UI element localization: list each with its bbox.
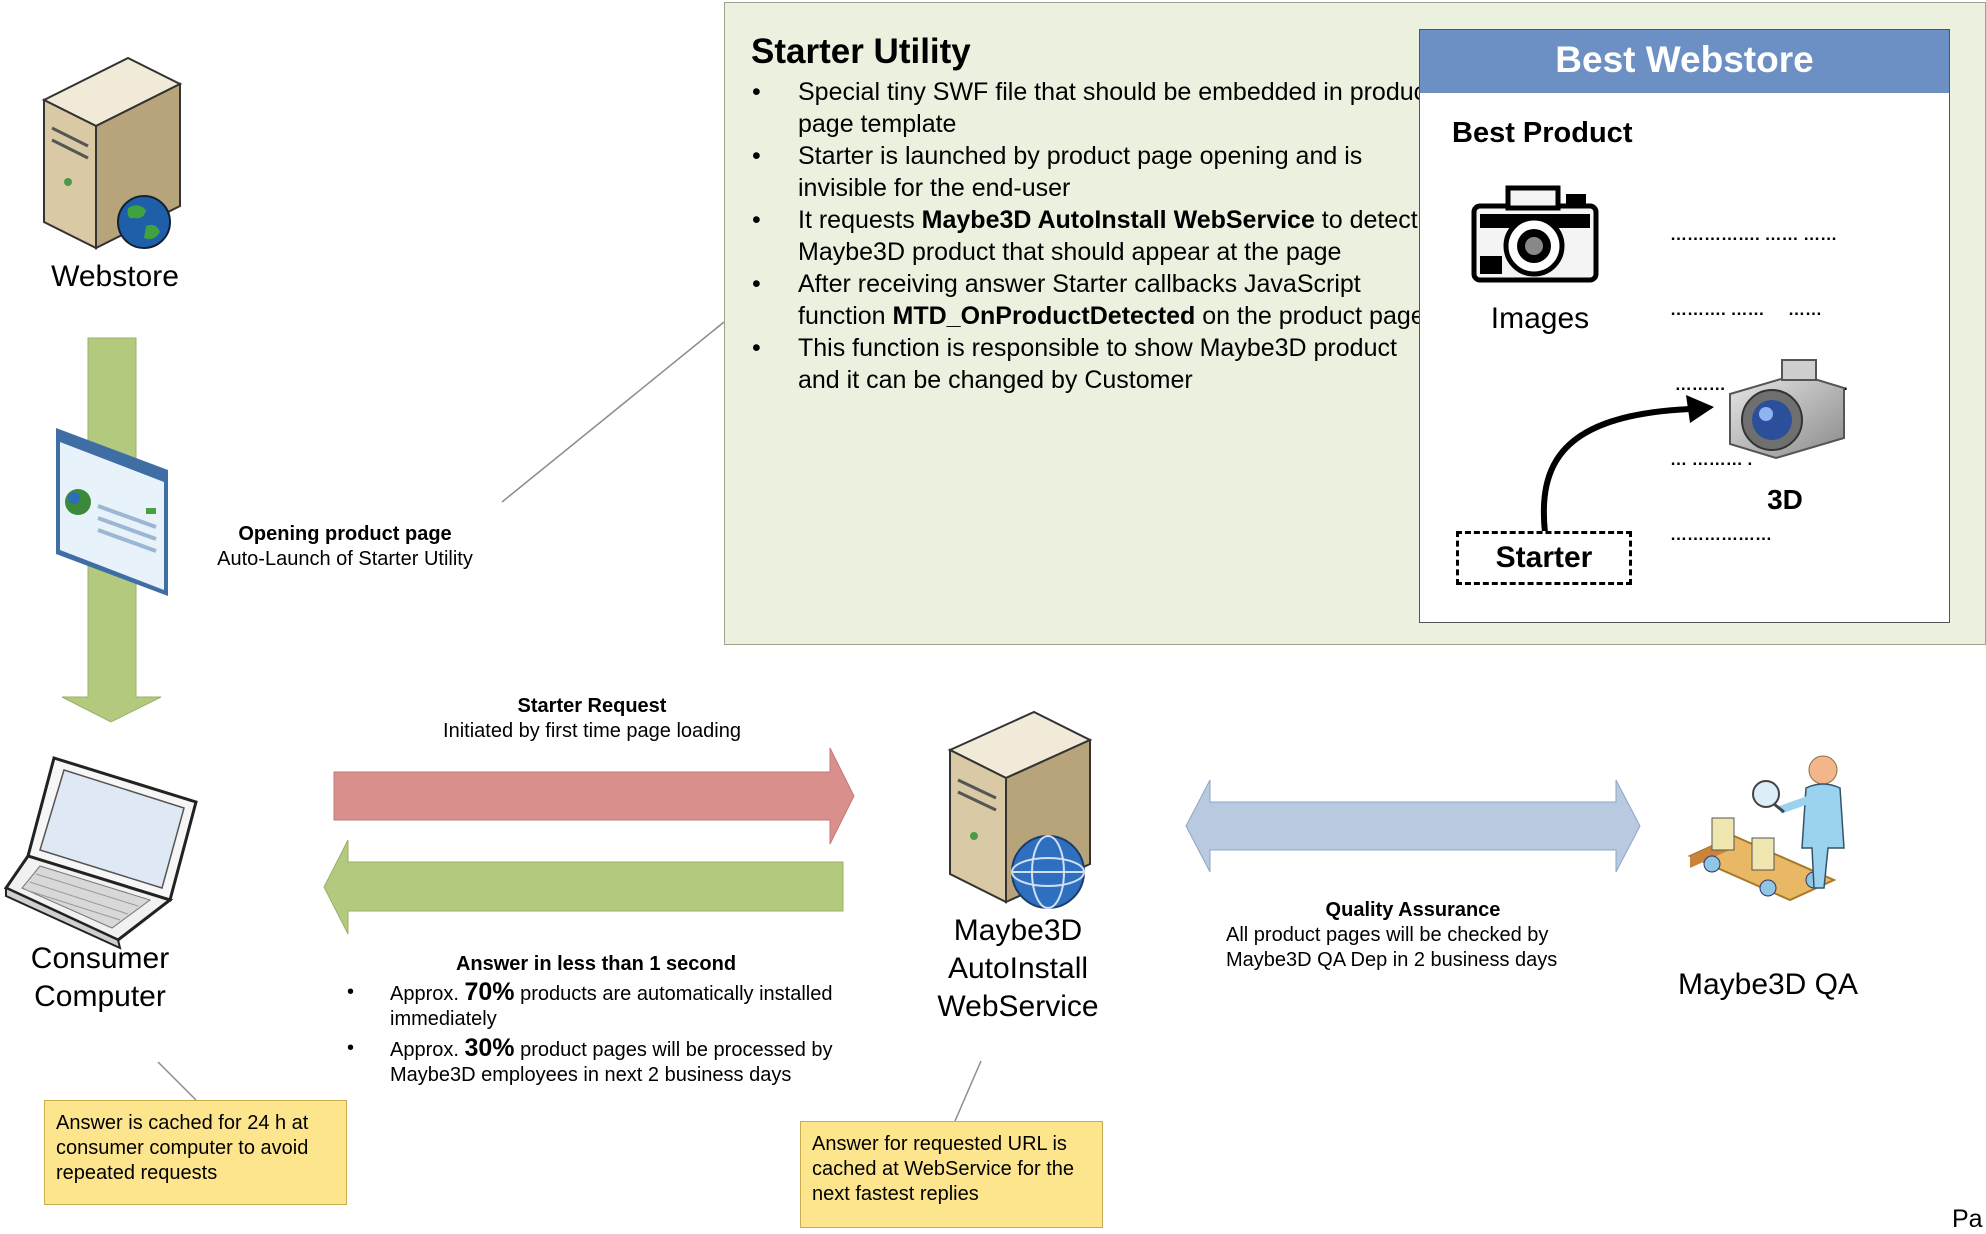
starter-utility-item: This function is responsible to show May… [752,332,1438,396]
answer-item: Approx. 70% products are automatically i… [347,978,910,1032]
answer-title: Answer in less than 1 second [455,953,737,975]
webservice-label-line2: AutoInstall [947,952,1089,985]
webstore-server-icon [41,56,183,250]
starter-placeholder-box: Starter [1456,531,1632,585]
qa-annotation-title: Quality Assurance [1325,899,1501,921]
consumer-computer-label: Consumer Computer [0,940,200,1016]
opening-annotation: Opening product page Auto-Launch of Star… [190,522,500,572]
starter-utility-item: After receiving answer Starter callbacks… [752,268,1438,332]
page-number-label: Pa [1952,1205,1983,1233]
qa-double-arrow [1185,779,1641,873]
answer-arrow [323,839,844,935]
best-product-title: Best Product [1452,117,1633,149]
placeholder-line: ……………. …… …… [1670,225,1838,244]
qa-annotation-line1: All product pages will be checked by [1226,924,1549,946]
qa-inspector-icon [1687,755,1845,902]
best-webstore-mockup: Best Webstore [1419,29,1950,623]
callout-line-starter [501,321,725,503]
camera-bw-icon [1471,185,1599,283]
placeholder-line: ………. …… …… [1670,300,1823,319]
placeholder-line: ……………… [1670,525,1772,544]
qa-label: Maybe3D QA [1677,968,1859,1001]
answer-list: Approx. 70% products are automatically i… [347,980,910,1092]
starter-utility-list: Special tiny SWF file that should be emb… [752,76,1438,396]
images-label: Images [1490,302,1590,335]
consumer-cache-note: Answer is cached for 24 h at consumer co… [44,1100,347,1205]
consumer-label-line1: Consumer [30,942,170,975]
callout-line-service-note [954,1060,982,1122]
webservice-label-line1: Maybe3D [953,914,1083,947]
opening-subtitle: Auto-Launch of Starter Utility [217,548,473,570]
best-webstore-header: Best Webstore [1420,30,1949,93]
qa-annotation: Quality Assurance All product pages will… [1198,898,1628,973]
three-d-label: 3D [1767,484,1803,515]
consumer-label-line2: Computer [34,980,166,1013]
camera-3d-icon [1729,359,1845,460]
starter-request-annotation: Starter Request Initiated by first time … [392,694,792,744]
starter-request-title: Starter Request [517,695,667,717]
qa-annotation-line2: Maybe3D QA Dep in 2 business days [1226,949,1558,971]
answer-percent: 30% [464,1034,515,1062]
answer-percent: 70% [464,978,515,1006]
starter-utility-item: Starter is launched by product page open… [752,140,1438,204]
placeholder-line: … ……… . [1670,450,1753,469]
starter-utility-item: It requests Maybe3D AutoInstall WebServi… [752,204,1438,268]
starter-request-arrow [333,747,855,845]
starter-to-3d-connector [1540,395,1714,534]
browser-page-icon [56,428,168,596]
laptop-icon [3,756,198,950]
service-cache-note: Answer for requested URL is cached at We… [800,1121,1103,1228]
opening-title: Opening product page [238,523,452,545]
starter-utility-item: Special tiny SWF file that should be emb… [752,76,1438,140]
starter-utility-title: Starter Utility [751,32,971,71]
starter-request-subtitle: Initiated by first time page loading [443,720,741,742]
callout-line-consumer-note [157,1061,197,1101]
answer-item: Approx. 30% product pages will be proces… [347,1034,910,1088]
service-server-icon [947,710,1093,909]
webservice-label-line3: WebService [937,990,1099,1023]
webservice-label: Maybe3D AutoInstall WebService [918,912,1118,1026]
webstore-label: Webstore [51,260,179,293]
